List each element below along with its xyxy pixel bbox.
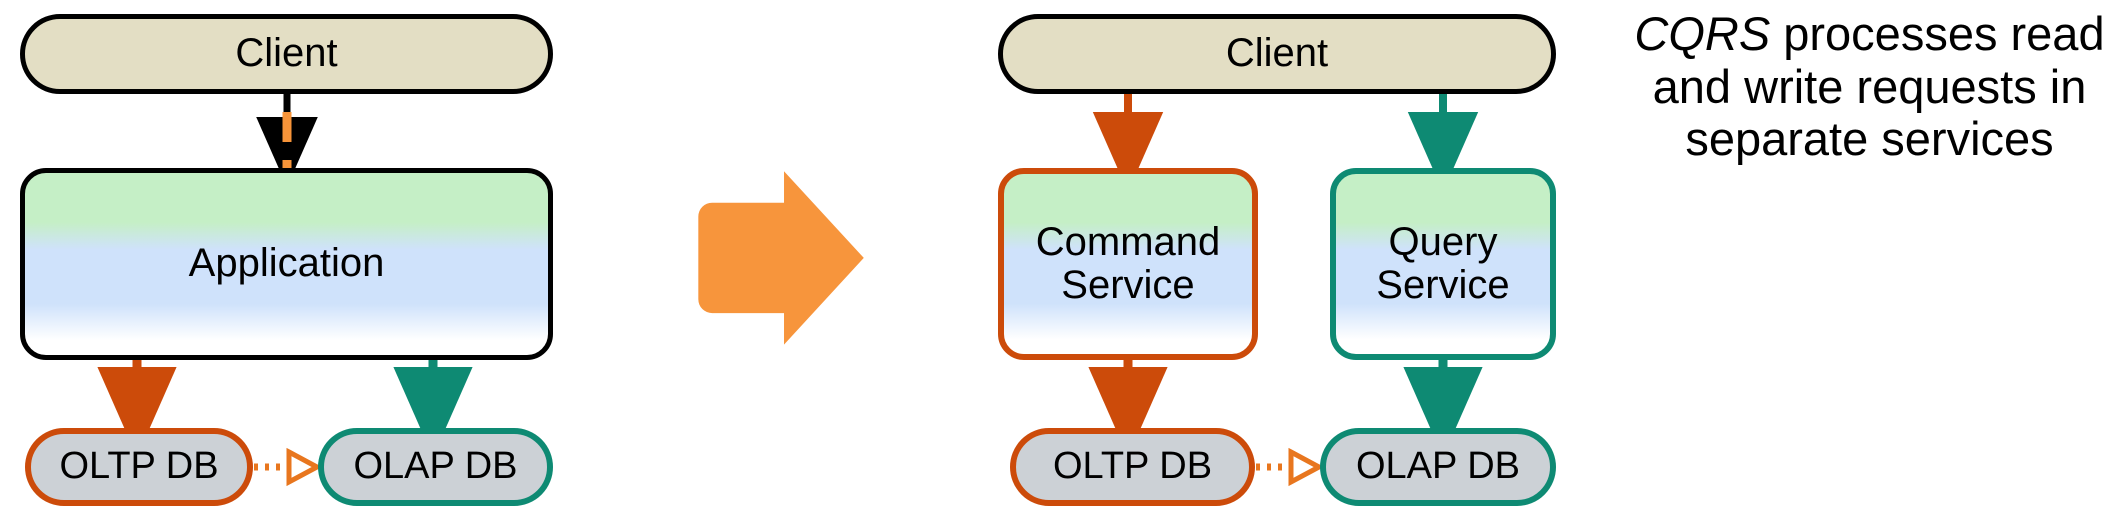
after-olap-db-label: OLAP DB bbox=[1355, 445, 1521, 488]
before-application-node[interactable]: Application bbox=[20, 168, 553, 360]
caption-rest: processes read and write requests in sep… bbox=[1652, 7, 2105, 166]
after-client-node[interactable]: Client bbox=[998, 14, 1556, 94]
before-client-node[interactable]: Client bbox=[20, 14, 553, 94]
edge-oltp-to-olap-left bbox=[254, 447, 323, 487]
after-olap-db-node[interactable]: OLAP DB bbox=[1320, 428, 1556, 506]
after-command-service-label: Command Service bbox=[1035, 219, 1221, 307]
before-application-label: Application bbox=[188, 241, 385, 286]
after-query-service-node[interactable]: Query Service bbox=[1330, 168, 1556, 360]
before-oltp-db-label: OLTP DB bbox=[59, 445, 219, 488]
after-query-service-label: Query Service bbox=[1376, 219, 1510, 307]
after-oltp-db-label: OLTP DB bbox=[1052, 445, 1213, 488]
caption-text: CQRS processes read and write requests i… bbox=[1620, 7, 2119, 166]
edge-oltp-to-olap-right bbox=[1256, 447, 1325, 487]
before-client-label: Client bbox=[235, 31, 338, 76]
before-oltp-db-node[interactable]: OLTP DB bbox=[25, 428, 253, 506]
after-client-label: Client bbox=[1225, 31, 1329, 76]
caption-keyword: CQRS bbox=[1634, 7, 1771, 60]
after-command-service-node[interactable]: Command Service bbox=[998, 168, 1258, 360]
transition-right-arrow-icon bbox=[698, 171, 864, 345]
after-oltp-db-node[interactable]: OLTP DB bbox=[1010, 428, 1255, 506]
before-olap-db-label: OLAP DB bbox=[353, 445, 518, 488]
before-olap-db-node[interactable]: OLAP DB bbox=[318, 428, 553, 506]
